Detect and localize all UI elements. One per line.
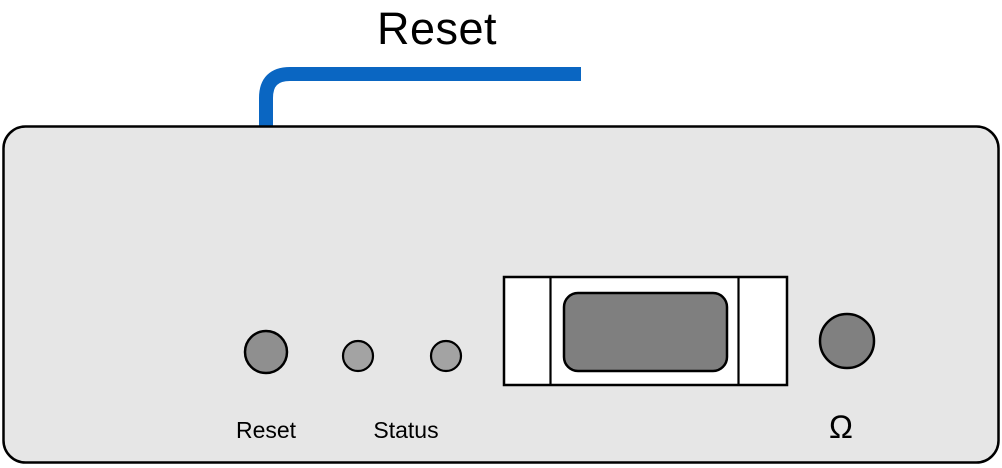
reset-button	[243, 329, 289, 375]
connector-plug	[562, 291, 729, 373]
ohm-jack	[818, 312, 876, 370]
status-leds-label: Status	[373, 417, 438, 443]
reset-button-label: Reset	[236, 417, 297, 443]
status-led-right	[429, 339, 463, 373]
ohm-jack-label: Ω	[829, 409, 853, 445]
reset-callout-title: Reset	[377, 3, 497, 54]
reset-callout-pointer-line	[259, 67, 581, 338]
status-led-left	[341, 339, 375, 373]
